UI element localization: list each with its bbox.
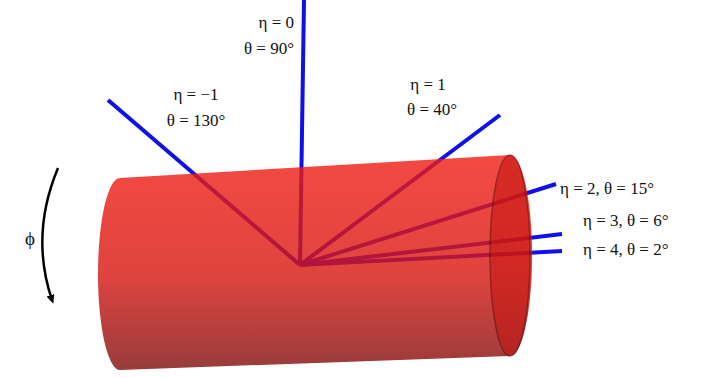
angle-label: η = 4, θ = 2° xyxy=(583,241,669,260)
angle-label: η = −1 xyxy=(173,86,218,105)
angle-label: η = 2, θ = 15° xyxy=(560,180,654,199)
phi-arrow xyxy=(42,168,58,300)
angle-label: η = 0 xyxy=(259,14,294,33)
angle-label: η = 1 xyxy=(410,76,445,95)
angle-label: θ = 40° xyxy=(407,101,457,120)
azimuth-label: ϕ xyxy=(25,229,35,250)
cylinder-body xyxy=(98,155,532,370)
cylinder-end xyxy=(490,155,530,356)
angle-label: η = 3, θ = 6° xyxy=(583,212,669,231)
angle-label: θ = 90° xyxy=(244,40,294,59)
angle-label: θ = 130° xyxy=(167,112,226,131)
